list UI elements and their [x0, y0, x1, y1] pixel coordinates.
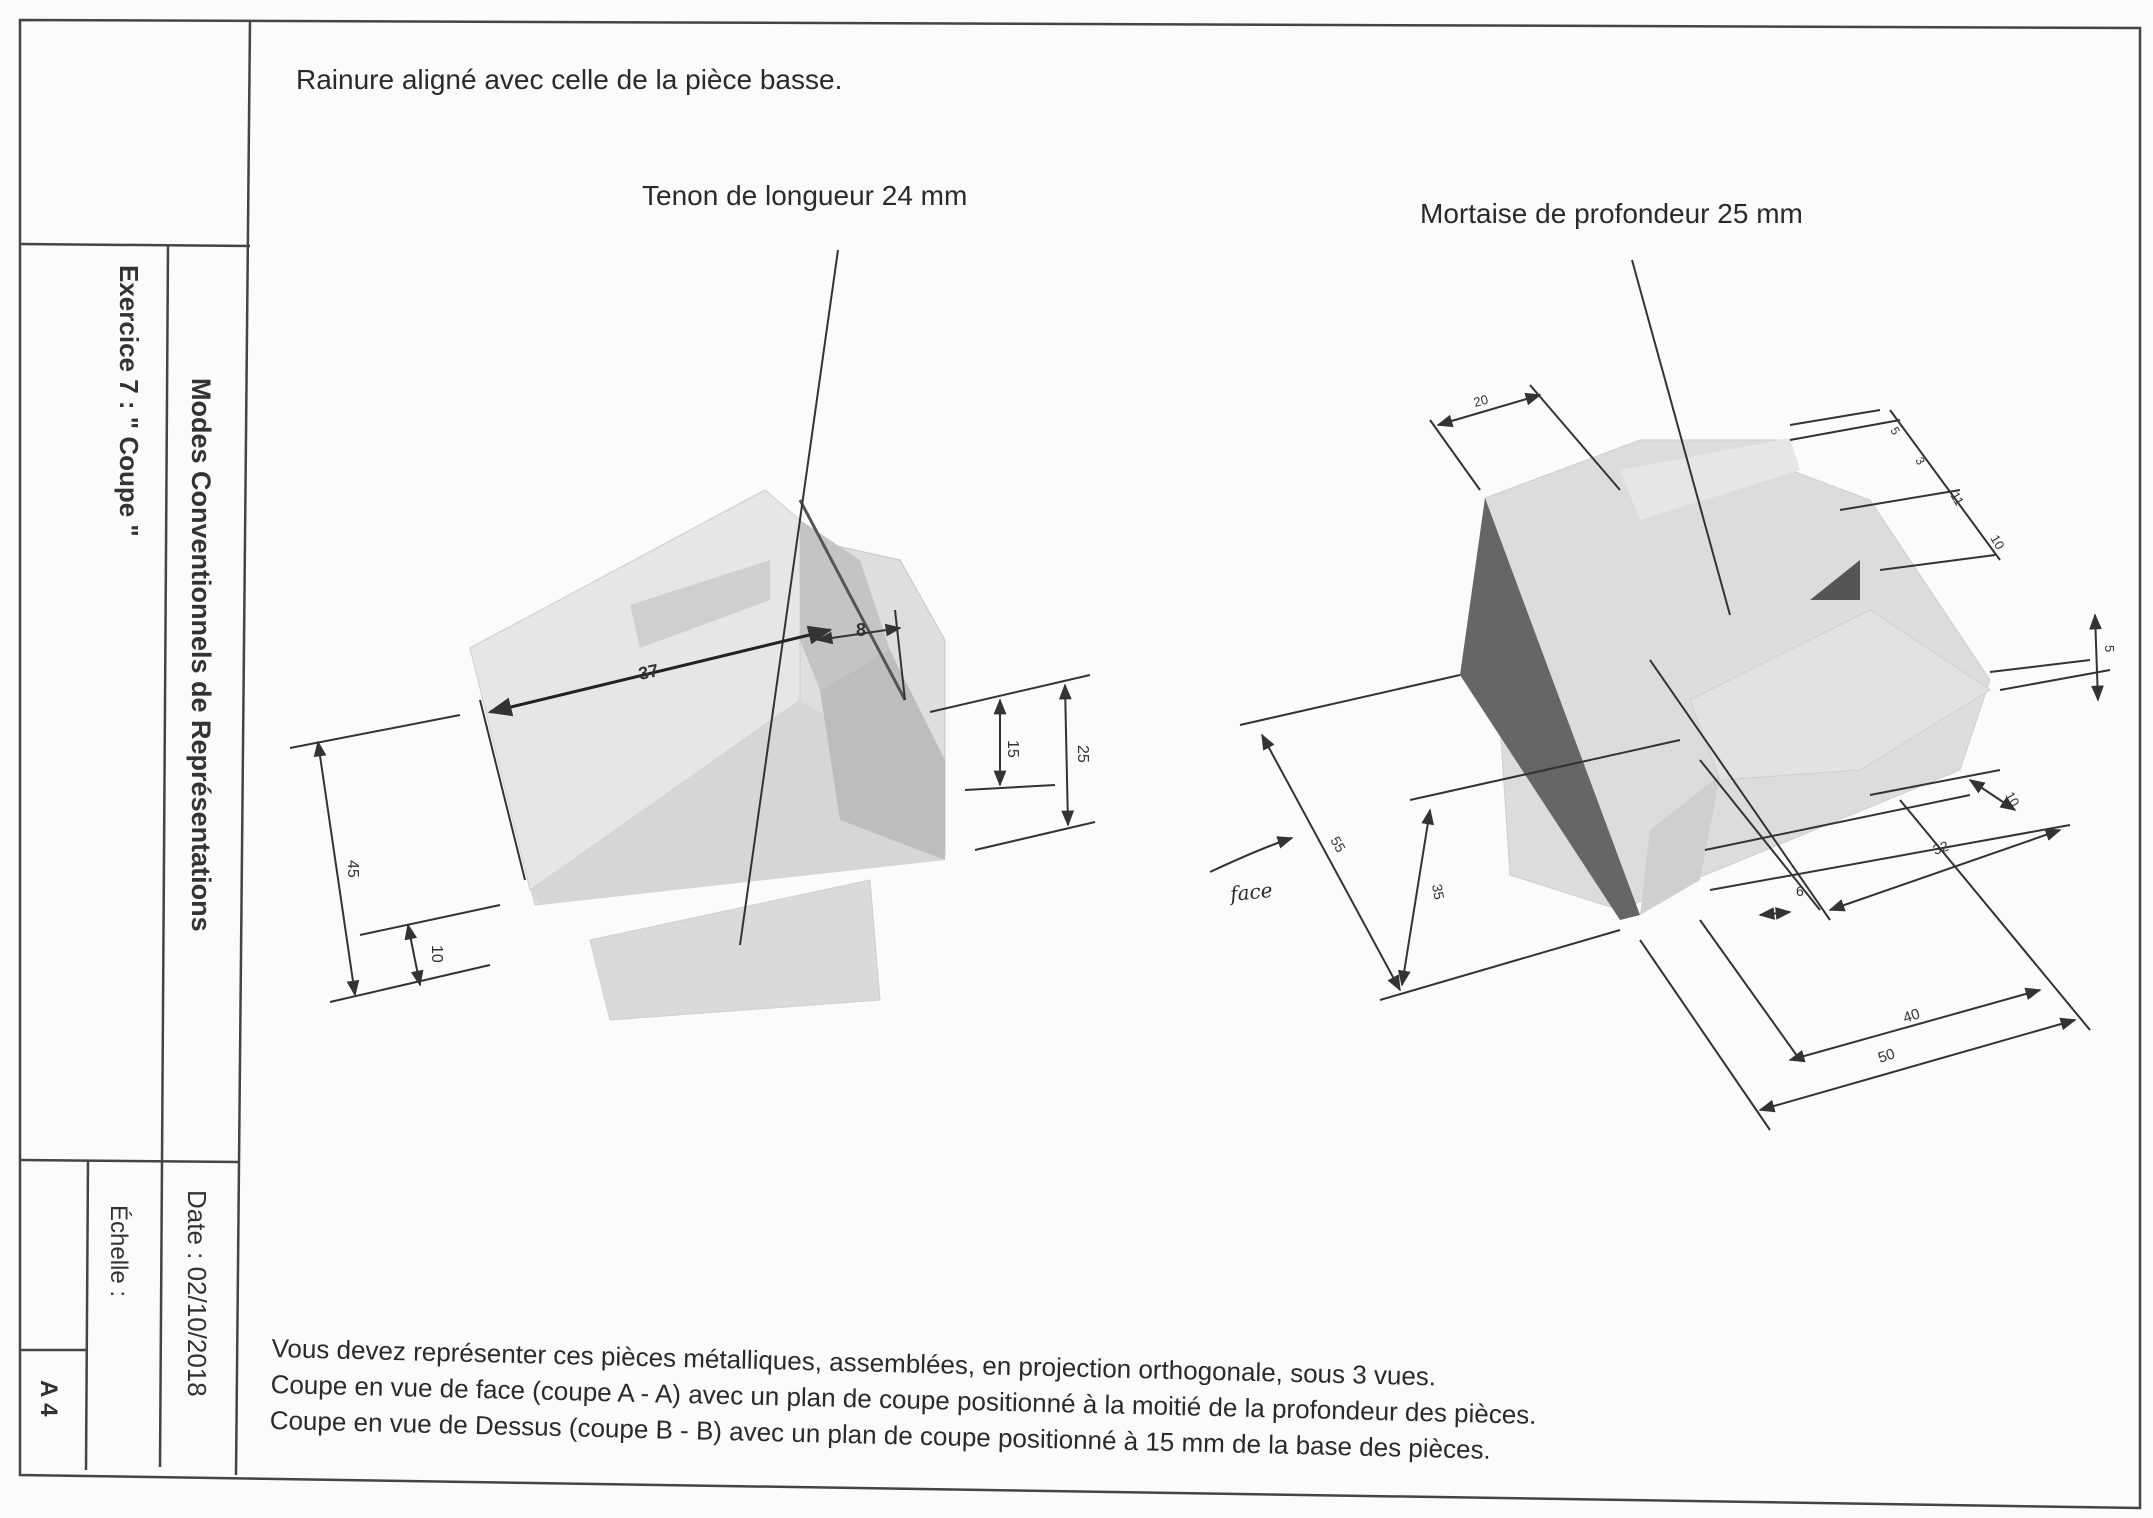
exercise-title: Exercice 7 : " Coupe ": [113, 265, 144, 537]
left-part-isometric: [289, 249, 1096, 1021]
dim-40: 40: [1901, 1005, 1922, 1026]
date-field: Date : 02/10/2018: [181, 1190, 212, 1397]
exercise-title-text: Exercice 7 : " Coupe ": [114, 265, 144, 537]
scale-label: Échelle :: [105, 1205, 132, 1298]
course-title: Modes Conventionnels de Représentations: [185, 378, 216, 932]
dim-5a: 5: [1887, 425, 1903, 438]
dim-35: 35: [1429, 883, 1447, 901]
dim-20: 20: [1472, 392, 1490, 410]
dim-10b: 10: [2002, 789, 2022, 809]
tenon-note: Tenon de longueur 24 mm: [642, 180, 968, 211]
dim-15: 15: [1004, 740, 1021, 758]
dim-11: 11: [1947, 489, 1967, 508]
right-part-isometric: [1209, 259, 2111, 1131]
dim-55: 55: [1327, 834, 1349, 856]
format-text: A 4: [35, 1380, 62, 1417]
dim-5b: 5: [2102, 645, 2117, 652]
format-field: A 4: [34, 1380, 62, 1416]
dim-8: 8: [856, 620, 866, 640]
dim-10a: 10: [1987, 532, 2007, 552]
dim-32: 32: [1931, 837, 1951, 857]
dim-10: 10: [428, 945, 445, 963]
dim-6: 6: [1796, 883, 1804, 899]
handwritten-face: face: [1228, 877, 1274, 907]
dim-3: 3: [1912, 455, 1928, 468]
groove-note: Rainure aligné avec celle de la pièce ba…: [296, 64, 843, 95]
course-title-text: Modes Conventionnels de Représentations: [186, 378, 216, 932]
left-dimension-labels: 37 8 15 25 45 10: [344, 620, 1091, 963]
mortise-note: Mortaise de profondeur 25 mm: [1420, 198, 1803, 229]
outer-frame: [18, 18, 2142, 1510]
dim-45: 45: [344, 860, 361, 878]
dim-37: 37: [637, 660, 661, 684]
dim-25: 25: [1074, 745, 1091, 763]
dim-50: 50: [1876, 1045, 1897, 1066]
scale-field: Échelle :: [104, 1205, 132, 1297]
date-text: Date : 02/10/2018: [182, 1190, 212, 1397]
